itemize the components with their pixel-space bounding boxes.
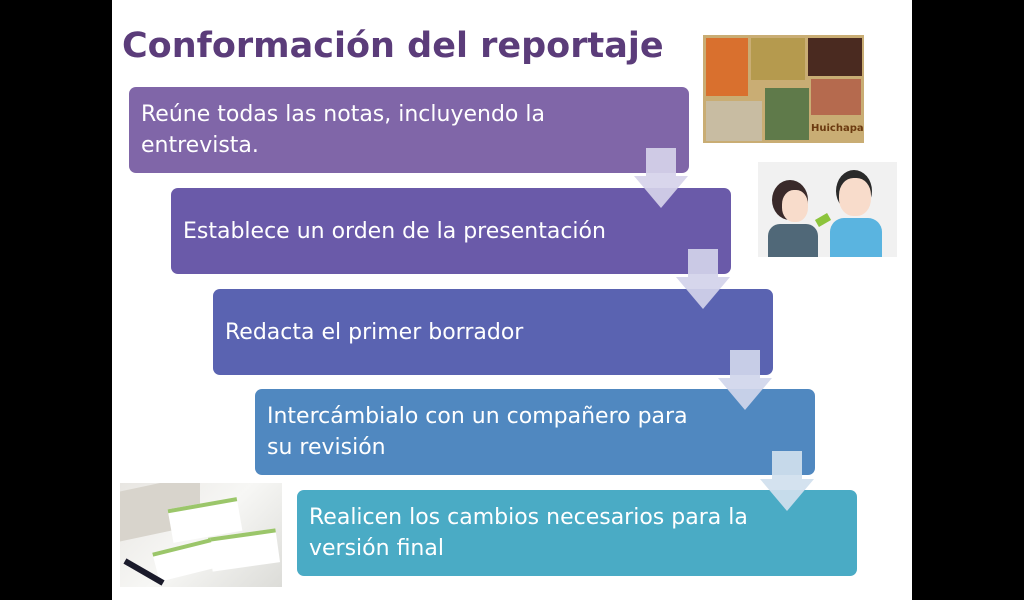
down-arrow-icon (760, 451, 814, 511)
step-3-text: Redacta el primer borrador (225, 319, 524, 345)
step-2: Establece un orden de la presentación (171, 188, 731, 274)
step-1-text: Reúne todas las notas, incluyendo la ent… (141, 102, 545, 158)
slide-title: Conformación del reportaje (122, 26, 664, 66)
slide: Conformación del reportaje Reúne todas l… (112, 0, 912, 600)
step-2-text: Establece un orden de la presentación (183, 218, 606, 244)
step-4-text: Intercámbialo con un compañero para su r… (267, 404, 688, 460)
notes-photo (120, 483, 282, 587)
down-arrow-icon (634, 148, 688, 208)
huichapan-collage-image: Huichapan (703, 35, 864, 143)
step-4: Intercámbialo con un compañero para su r… (255, 389, 815, 475)
step-1: Reúne todas las notas, incluyendo la ent… (129, 87, 689, 173)
step-5-text: Realicen los cambios necesarios para la … (309, 505, 748, 561)
step-5: Realicen los cambios necesarios para la … (297, 490, 857, 576)
down-arrow-icon (718, 350, 772, 410)
down-arrow-icon (676, 249, 730, 309)
step-3: Redacta el primer borrador (213, 289, 773, 375)
collage-caption: Huichapan (811, 123, 864, 134)
interview-illustration (758, 162, 897, 257)
